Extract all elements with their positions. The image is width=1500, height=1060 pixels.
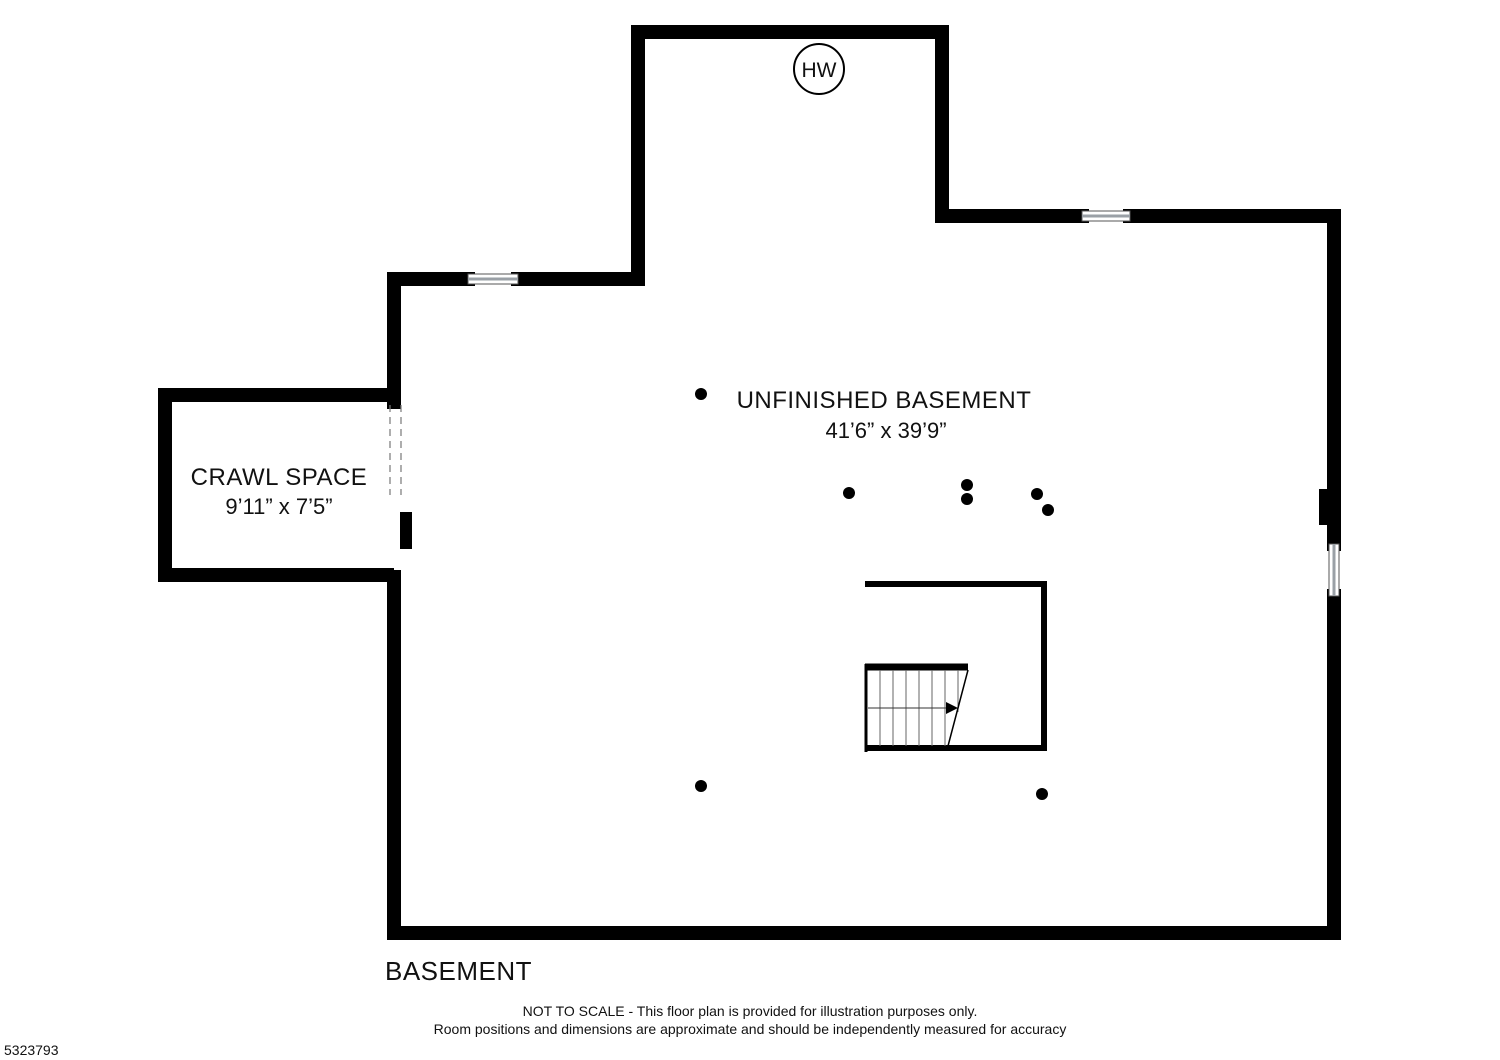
disclaimer-line-1: NOT TO SCALE - This floor plan is provid… xyxy=(522,1003,978,1019)
post xyxy=(1031,488,1043,500)
water-heater: HW xyxy=(793,43,845,95)
basement-walls xyxy=(387,25,1341,940)
post xyxy=(961,493,973,505)
window-right xyxy=(1328,543,1340,597)
crawl-space-opening xyxy=(389,405,402,495)
stairwell xyxy=(864,581,1047,752)
water-heater-label: HW xyxy=(802,59,837,82)
window-top-right xyxy=(1081,210,1131,222)
room-unfinished-basement: UNFINISHED BASEMENT 41’6” x 39’9” xyxy=(737,387,1032,443)
disclaimer-line-2: Room positions and dimensions are approx… xyxy=(433,1021,1067,1037)
room-dimensions: 9’11” x 7’5” xyxy=(225,494,332,519)
crawl-space-walls xyxy=(158,388,394,582)
post xyxy=(961,479,973,491)
stair-arrow-icon xyxy=(946,702,958,714)
post xyxy=(695,388,707,400)
room-dimensions: 41’6” x 39’9” xyxy=(825,418,946,443)
post xyxy=(843,487,855,499)
wall-pilaster-left xyxy=(400,512,412,549)
post xyxy=(1042,504,1054,516)
support-posts xyxy=(695,388,1054,800)
post xyxy=(1036,788,1048,800)
window-top-left xyxy=(467,273,519,285)
room-crawl-space: CRAWL SPACE 9’11” x 7’5” xyxy=(191,464,368,519)
wall-pilaster-right xyxy=(1319,489,1332,525)
room-name: UNFINISHED BASEMENT xyxy=(737,387,1032,414)
post xyxy=(695,780,707,792)
water-heater-icon xyxy=(793,43,845,95)
floor-title: BASEMENT xyxy=(385,956,533,986)
room-name: CRAWL SPACE xyxy=(191,464,368,491)
listing-id: 5323793 xyxy=(4,1042,59,1058)
